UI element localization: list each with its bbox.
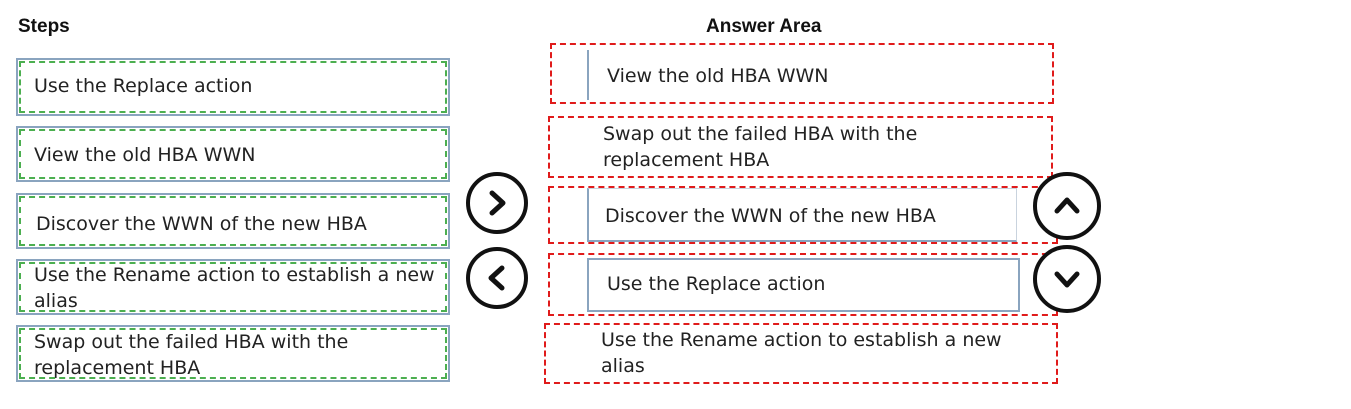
answer-slot-2 (548, 116, 1053, 178)
answer-item[interactable]: Swap out the failed HBA with the replace… (587, 118, 1017, 176)
chevron-down-icon (1054, 271, 1080, 288)
move-down-button[interactable] (1033, 245, 1101, 313)
chevron-left-icon (488, 265, 505, 291)
answer-area-heading: Answer Area (706, 16, 822, 37)
answer-slot-4 (548, 253, 1058, 316)
step-label: Use the Rename action to establish a new… (34, 264, 435, 312)
move-right-button[interactable] (466, 172, 528, 234)
step-item[interactable]: Use the Rename action to establish a new… (16, 259, 450, 315)
answer-label: Swap out the failed HBA with the replace… (603, 123, 918, 171)
move-up-button[interactable] (1033, 172, 1101, 240)
answer-item[interactable]: Discover the WWN of the new HBA (587, 188, 1017, 242)
answer-item[interactable]: Use the Rename action to establish a new… (587, 325, 1017, 381)
step-label: Use the Replace action (34, 75, 253, 97)
step-item[interactable]: Swap out the failed HBA with the replace… (16, 325, 450, 382)
step-item[interactable]: Discover the WWN of the new HBA (16, 193, 450, 249)
answer-label: Discover the WWN of the new HBA (605, 205, 936, 227)
answer-label: Use the Replace action (607, 273, 826, 295)
steps-heading: Steps (18, 16, 70, 37)
answer-item[interactable]: Use the Replace action (587, 258, 1020, 312)
step-label: Swap out the failed HBA with the replace… (34, 331, 349, 379)
answer-item[interactable]: View the old HBA WWN (587, 50, 1017, 100)
chevron-right-icon (489, 190, 506, 216)
answer-slot-5 (544, 323, 1058, 384)
step-label: Discover the WWN of the new HBA (36, 213, 367, 235)
answer-label: View the old HBA WWN (607, 65, 829, 87)
step-item[interactable]: View the old HBA WWN (16, 126, 450, 182)
answer-slot-1 (550, 43, 1054, 104)
step-label: View the old HBA WWN (34, 144, 256, 166)
answer-label: Use the Rename action to establish a new… (601, 329, 1002, 377)
chevron-up-icon (1054, 197, 1080, 214)
answer-slot-3 (548, 186, 1058, 244)
move-left-button[interactable] (466, 247, 528, 309)
step-item[interactable]: Use the Replace action (16, 58, 450, 116)
